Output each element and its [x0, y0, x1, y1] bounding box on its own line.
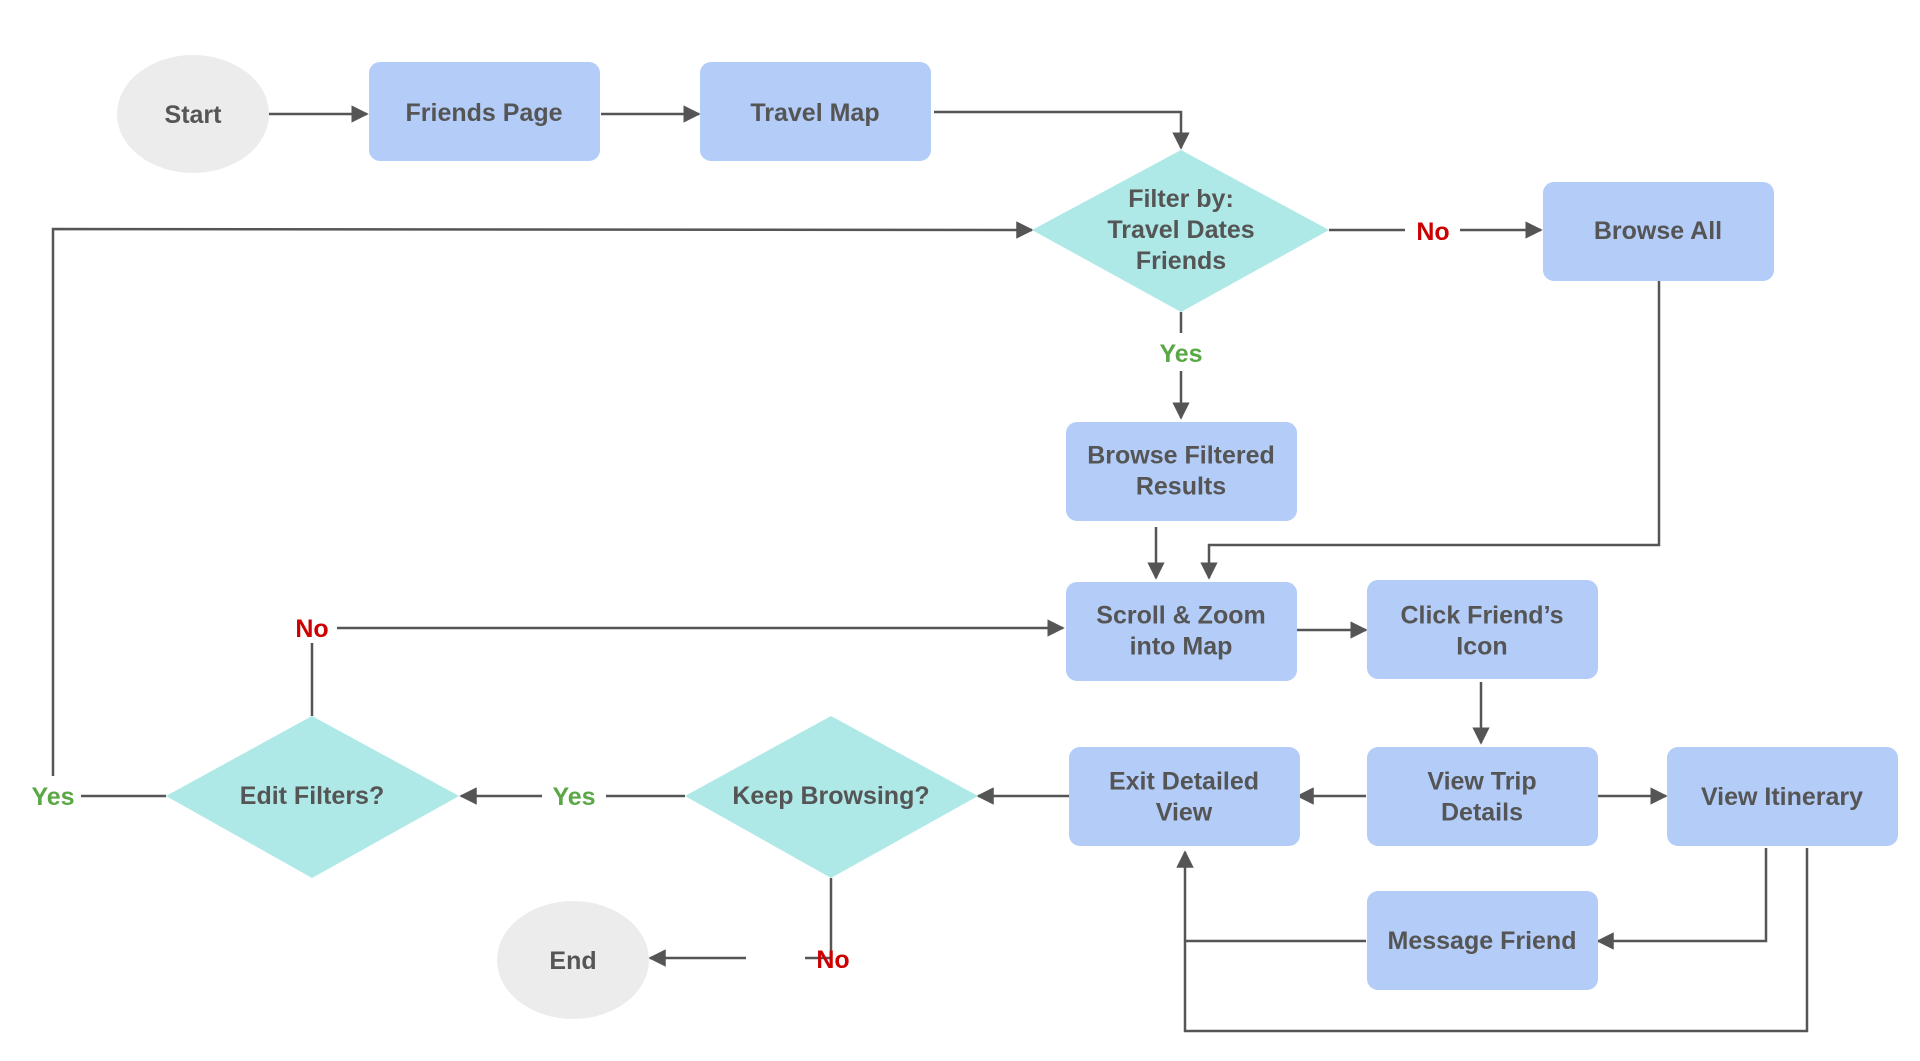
node-label-line: View — [1156, 799, 1213, 827]
start-node-label: Start — [165, 101, 223, 129]
node-label-line: Travel Dates — [1107, 216, 1254, 244]
start-node: Start — [117, 55, 269, 173]
node-label-line: End — [549, 947, 596, 975]
scroll-zoom-node-label: Scroll & Zoom into Map — [1096, 602, 1265, 661]
message-friend-node: Message Friend — [1367, 891, 1598, 990]
node-label-line: Friends Page — [406, 99, 563, 127]
edge-itinerary-to-message — [1596, 848, 1768, 950]
travel-map-node-label: Travel Map — [750, 99, 879, 127]
edge-yes-to-filter — [51, 221, 1034, 776]
node-label-line: Browse All — [1594, 217, 1722, 245]
keep-browsing-node: Keep Browsing? — [685, 716, 978, 878]
node-label-line: Edit Filters? — [240, 782, 384, 810]
node-label-line: Details — [1441, 799, 1523, 827]
node-label-line: View Trip — [1427, 768, 1536, 796]
node-label-line: View Itinerary — [1701, 783, 1863, 811]
edge-travel-map-to-filter — [934, 110, 1190, 150]
edge-keep-browsing-to-no — [805, 878, 833, 960]
browse-all-node: Browse All — [1543, 182, 1774, 281]
node-label-line: Browse Filtered — [1087, 442, 1275, 470]
filter-no-label: No — [1416, 218, 1449, 246]
scroll-zoom-node: Scroll & Zoom into Map — [1066, 582, 1297, 681]
node-label-line: Start — [165, 101, 223, 129]
node-label-line: Friends — [1136, 247, 1226, 275]
node-label-line: Message Friend — [1388, 927, 1577, 955]
edge-labels: No Yes No Yes Yes No — [31, 218, 1449, 974]
edge-browse-all-to-scroll — [1200, 281, 1661, 580]
keep-browsing-yes-label: Yes — [552, 783, 595, 811]
edit-filters-yes-label: Yes — [31, 783, 74, 811]
node-label-line: Click Friend’s — [1400, 602, 1563, 630]
edit-filters-no-label: No — [295, 615, 328, 643]
friends-page-node-label: Friends Page — [406, 99, 563, 127]
edit-filters-node: Edit Filters? — [166, 716, 459, 878]
end-node-label: End — [549, 947, 596, 975]
message-friend-node-label: Message Friend — [1388, 927, 1577, 955]
node-label-line: Results — [1136, 473, 1226, 501]
keep-browsing-node-label: Keep Browsing? — [732, 782, 929, 810]
view-itinerary-node: View Itinerary — [1667, 747, 1898, 846]
node-label-line: Scroll & Zoom — [1096, 602, 1265, 630]
end-node: End — [497, 901, 649, 1019]
edges — [51, 105, 1809, 1033]
node-label-line: Travel Map — [750, 99, 879, 127]
edit-filters-node-label: Edit Filters? — [240, 782, 384, 810]
node-label-line: into Map — [1130, 633, 1233, 661]
node-label-line: Filter by: — [1128, 185, 1234, 213]
travel-map-node: Travel Map — [700, 62, 931, 161]
friends-page-node: Friends Page — [369, 62, 600, 161]
filter-yes-label: Yes — [1159, 340, 1202, 368]
node-label-line: Keep Browsing? — [732, 782, 929, 810]
browse-all-node-label: Browse All — [1594, 217, 1722, 245]
node-label-line: Icon — [1456, 633, 1507, 661]
node-label-line: Exit Detailed — [1109, 768, 1259, 796]
view-itinerary-node-label: View Itinerary — [1701, 783, 1863, 811]
edge-itinerary-to-exit — [1176, 848, 1809, 1033]
keep-browsing-no-label: No — [816, 946, 849, 974]
